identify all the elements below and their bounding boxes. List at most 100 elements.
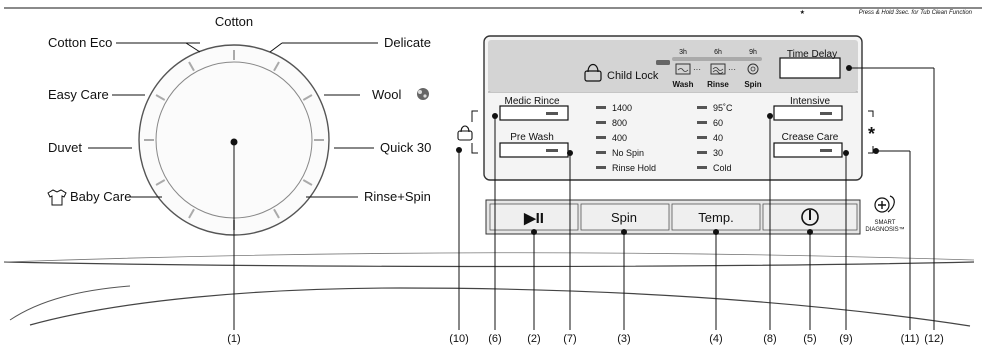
door-curve bbox=[29, 287, 971, 327]
program-cotton: Cotton bbox=[215, 14, 253, 29]
temp-cold: Cold bbox=[713, 163, 732, 173]
temp-led-95 bbox=[697, 106, 707, 109]
start-pause-button[interactable] bbox=[489, 203, 579, 231]
program-quick30: Quick 30 bbox=[380, 140, 431, 155]
spin-800: 800 bbox=[612, 118, 627, 128]
program-easy-care: Easy Care bbox=[48, 87, 109, 102]
callout-label-2: (2) bbox=[527, 333, 540, 345]
temp-40: 40 bbox=[713, 133, 723, 143]
spin-button[interactable] bbox=[580, 203, 670, 231]
hours-3h: 3h bbox=[679, 49, 687, 56]
spin-rinse-hold: Rinse Hold bbox=[612, 163, 656, 173]
callout-label-8: (8) bbox=[763, 333, 776, 345]
spin-stage-icon bbox=[747, 63, 759, 75]
hours-9h: 9h bbox=[749, 49, 757, 56]
pre-wash-label: Pre Wash bbox=[510, 132, 554, 143]
wash-stage-icon bbox=[675, 63, 691, 75]
power-icon bbox=[801, 208, 819, 226]
smart-label: SMART bbox=[875, 220, 896, 226]
temp-60: 60 bbox=[713, 118, 723, 128]
tub-clean-note: Press & Hold 3sec. for Tub Clean Functio… bbox=[859, 10, 973, 16]
child-lock-icon bbox=[584, 63, 602, 82]
panel-inner-edge bbox=[3, 252, 975, 263]
bracket-bottom-left bbox=[471, 143, 478, 154]
medic-rince-button[interactable] bbox=[499, 105, 569, 121]
temp-button[interactable] bbox=[671, 203, 761, 231]
leader-delicate bbox=[269, 42, 283, 53]
child-lock-side-icon bbox=[457, 125, 473, 141]
door-handle-curve bbox=[9, 285, 131, 321]
callout-label-10: (10) bbox=[449, 333, 469, 345]
temp-led-40 bbox=[697, 136, 707, 139]
time-delay-button[interactable] bbox=[779, 57, 841, 79]
wool-icon bbox=[417, 88, 429, 100]
callouts bbox=[456, 65, 935, 330]
display-top-area bbox=[488, 40, 858, 92]
crease-care-button[interactable] bbox=[773, 142, 843, 158]
spin-level-list: 1400 800 400 No Spin Rinse Hold bbox=[596, 103, 656, 173]
dial-tick bbox=[188, 208, 195, 219]
pre-wash-button[interactable] bbox=[499, 142, 569, 158]
dial-tick bbox=[302, 94, 313, 101]
stage-ellipsis-1: ··· bbox=[693, 65, 701, 74]
spin-no-spin: No Spin bbox=[612, 148, 644, 158]
program-wool: Wool bbox=[372, 87, 401, 102]
callout-label-5: (5) bbox=[803, 333, 816, 345]
diagnosis-label: DIAGNOSIS™ bbox=[865, 226, 904, 233]
temp-30: 30 bbox=[713, 148, 723, 158]
program-cotton-eco: Cotton Eco bbox=[48, 35, 112, 50]
callout-label-4: (4) bbox=[709, 333, 722, 345]
spin-button-label: Spin bbox=[611, 210, 637, 225]
callout-label-3: (3) bbox=[617, 333, 630, 345]
bracket-top-left bbox=[471, 110, 478, 122]
spin-led-no-spin bbox=[596, 151, 606, 154]
stage-spin: Spin bbox=[744, 80, 761, 89]
child-lock-label: Child Lock bbox=[607, 70, 659, 82]
child-lock-led bbox=[656, 60, 670, 65]
hours-6h: 6h bbox=[714, 49, 722, 56]
stage-ellipsis-2: ··· bbox=[728, 65, 736, 74]
intensive-led bbox=[820, 112, 832, 115]
baby-shirt-icon bbox=[47, 189, 67, 206]
dial-ticks bbox=[144, 50, 324, 230]
medic-rince-led bbox=[546, 112, 558, 115]
callout-label-11: (11) bbox=[901, 333, 920, 345]
pre-wash-led bbox=[546, 149, 558, 152]
program-baby-care: Baby Care bbox=[70, 189, 131, 204]
crease-care-label: Crease Care bbox=[782, 132, 839, 143]
program-rinse-spin: Rinse+Spin bbox=[364, 189, 431, 204]
temp-led-30 bbox=[697, 151, 707, 154]
rinse-stage-icon bbox=[710, 63, 726, 75]
smart-diagnosis-icon bbox=[874, 195, 895, 213]
tub-clean-asterisk: * bbox=[868, 124, 875, 144]
time-delay-label: Time Delay bbox=[787, 49, 837, 60]
spin-led-400 bbox=[596, 136, 606, 139]
stage-rinse: Rinse bbox=[707, 80, 729, 89]
callout-label-12: (12) bbox=[924, 333, 944, 345]
spin-400: 400 bbox=[612, 133, 627, 143]
callout-label-9: (9) bbox=[839, 333, 852, 345]
leader-cotton-eco-2 bbox=[185, 42, 201, 53]
intensive-label: Intensive bbox=[790, 96, 830, 107]
dial-tick bbox=[273, 208, 280, 219]
temp-95: 95˚C bbox=[713, 103, 733, 113]
program-duvet: Duvet bbox=[48, 140, 82, 155]
spin-led-1400 bbox=[596, 106, 606, 109]
bracket-bottom-right bbox=[868, 146, 874, 154]
medic-rince-label: Medic Rince bbox=[504, 96, 559, 107]
program-delicate: Delicate bbox=[384, 35, 431, 50]
spin-led-rinse-hold bbox=[596, 166, 606, 169]
intensive-button[interactable] bbox=[773, 105, 843, 121]
temp-led-cold bbox=[697, 166, 707, 169]
crease-care-led bbox=[820, 149, 832, 152]
bracket-top-right bbox=[868, 110, 874, 117]
dial-tick bbox=[273, 61, 280, 72]
callout-label-1: (1) bbox=[227, 333, 240, 345]
dial-tick bbox=[155, 94, 166, 101]
temp-button-label: Temp. bbox=[698, 210, 733, 225]
dial-tick bbox=[302, 179, 313, 186]
spin-1400: 1400 bbox=[612, 103, 632, 113]
panel-bottom-edge bbox=[3, 261, 975, 268]
callout-label-6: (6) bbox=[488, 333, 501, 345]
